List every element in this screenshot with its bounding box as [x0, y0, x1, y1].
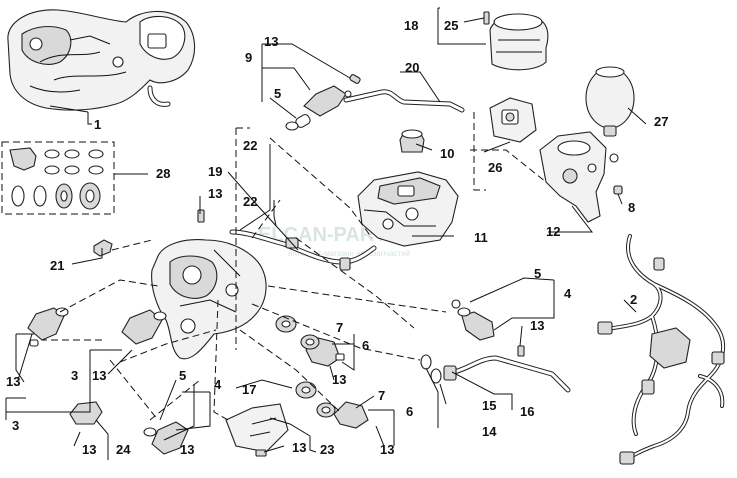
- part-15-seal[interactable]: [430, 368, 442, 384]
- part-9-pressure-sensor[interactable]: [285, 85, 352, 131]
- part-13-screw-center[interactable]: [197, 209, 205, 223]
- part-11-hydraulic-block[interactable]: [357, 171, 459, 247]
- callout-7b[interactable]: 7: [378, 388, 385, 403]
- part-18-electric-pump-motor[interactable]: [489, 13, 549, 71]
- callout-5a[interactable]: 5: [274, 86, 281, 101]
- part-20-pipe[interactable]: [343, 89, 465, 113]
- callout-13-center[interactable]: 13: [208, 186, 222, 201]
- solenoid-valve-left[interactable]: [27, 307, 69, 347]
- callout-leaders: [5, 7, 647, 460]
- seal-kit-frame: [1, 141, 115, 215]
- part-13-bolt-top[interactable]: [349, 74, 361, 84]
- callout-19[interactable]: 19: [208, 164, 222, 179]
- callout-13-top[interactable]: 13: [264, 34, 278, 49]
- seal-7-upper[interactable]: [300, 334, 320, 350]
- callout-22b[interactable]: 22: [243, 194, 257, 209]
- part-27-accumulator[interactable]: [585, 66, 635, 137]
- callout-1[interactable]: 1: [94, 117, 101, 132]
- callout-13-left[interactable]: 13: [6, 374, 20, 389]
- callout-13-sensor[interactable]: 13: [332, 372, 346, 387]
- part-28-seal-kit[interactable]: [1, 141, 115, 215]
- part-10-cap[interactable]: [399, 129, 425, 153]
- callout-2[interactable]: 2: [630, 292, 637, 307]
- part-1-gearbox-assembly[interactable]: [7, 9, 196, 111]
- callout-22a[interactable]: 22: [243, 138, 257, 153]
- callout-18[interactable]: 18: [404, 18, 418, 33]
- callout-6b[interactable]: 6: [406, 404, 413, 419]
- seal-17-lower[interactable]: [295, 381, 317, 399]
- callout-6a[interactable]: 6: [362, 338, 369, 353]
- part-12-hydraulic-unit[interactable]: [539, 131, 623, 223]
- callout-26[interactable]: 26: [488, 160, 502, 175]
- valve-body-housing[interactable]: [151, 239, 267, 360]
- callout-23[interactable]: 23: [320, 442, 334, 457]
- callout-9[interactable]: 9: [245, 50, 252, 65]
- part-8-screw[interactable]: [613, 185, 623, 195]
- callout-8[interactable]: 8: [628, 200, 635, 215]
- part-24-sensor[interactable]: [69, 401, 103, 425]
- callout-11[interactable]: 11: [474, 230, 488, 245]
- callout-13-bottomleft[interactable]: 13: [82, 442, 96, 457]
- callout-3a[interactable]: 3: [71, 368, 78, 383]
- callout-4a[interactable]: 4: [564, 286, 572, 301]
- assembly-dashed-lines: [42, 112, 547, 421]
- callout-13-leftmid[interactable]: 13: [92, 368, 106, 383]
- callout-13-bottom[interactable]: 13: [180, 442, 194, 457]
- solenoid-valve-center-left[interactable]: [121, 309, 167, 345]
- callout-13-lowerright[interactable]: 13: [380, 442, 394, 457]
- callout-4b[interactable]: 4: [214, 377, 222, 392]
- part-26-pump-body[interactable]: [489, 97, 537, 143]
- callout-10[interactable]: 10: [440, 146, 454, 161]
- callout-13-right[interactable]: 13: [530, 318, 544, 333]
- part-21-fitting[interactable]: [93, 239, 113, 257]
- callout-14[interactable]: 14: [482, 424, 497, 439]
- callout-15[interactable]: 15: [482, 398, 496, 413]
- callout-5b[interactable]: 5: [534, 266, 541, 281]
- callout-labels: 1 2 3 3 4 4 5 5 5 6 6 7 7 8 9 10 11 12 1…: [6, 18, 668, 457]
- part-13-screw-right[interactable]: [517, 345, 525, 357]
- callout-13-bracket[interactable]: 13: [292, 440, 306, 455]
- callout-24[interactable]: 24: [116, 442, 131, 457]
- seal-7-lower[interactable]: [316, 402, 336, 418]
- callout-3b[interactable]: 3: [12, 418, 19, 433]
- sensor-6-lower[interactable]: [333, 401, 369, 429]
- callout-7a[interactable]: 7: [336, 320, 343, 335]
- watermark-subtext: интернет-магазин автозапчастей: [288, 249, 410, 258]
- part-2-wiring-harness[interactable]: [597, 234, 726, 465]
- callout-5c[interactable]: 5: [179, 368, 186, 383]
- callout-21[interactable]: 21: [50, 258, 64, 273]
- callout-28[interactable]: 28: [156, 166, 170, 181]
- callout-27[interactable]: 27: [654, 114, 668, 129]
- solenoid-valve-right[interactable]: [451, 299, 495, 341]
- callout-12[interactable]: 12: [546, 224, 560, 239]
- callout-25[interactable]: 25: [444, 18, 458, 33]
- seal-17-upper[interactable]: [275, 315, 297, 333]
- callout-16[interactable]: 16: [520, 404, 534, 419]
- callout-20[interactable]: 20: [405, 60, 419, 75]
- part-16-pipe[interactable]: [443, 355, 571, 393]
- callout-17[interactable]: 17: [242, 382, 256, 397]
- part-14-seal[interactable]: [420, 354, 432, 370]
- part-23-bracket[interactable]: [225, 403, 289, 457]
- part-25-screw[interactable]: [483, 11, 490, 25]
